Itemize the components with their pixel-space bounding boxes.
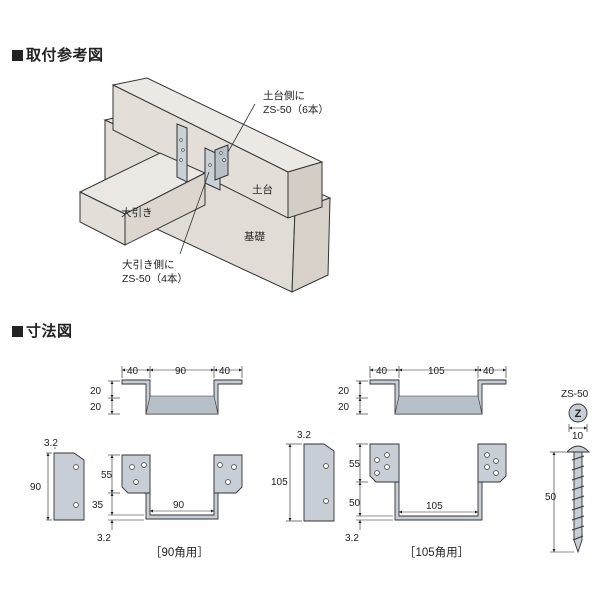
dim105-bottom-width: 105: [426, 501, 443, 512]
dim105-side-height: 105: [271, 477, 288, 488]
dim105-top-left: 40: [376, 366, 388, 377]
beam-side-screw-count: ZS-50（4本）: [122, 272, 188, 285]
dim105-base-thickness: 3.2: [345, 533, 359, 544]
beam-label: 大引き: [121, 206, 153, 219]
bracket-90-side-dimlines: [46, 447, 56, 521]
screw-length-dimline: [550, 451, 574, 553]
bracket-90-u-view: [121, 454, 243, 520]
bracket-105-front-view: [369, 379, 507, 415]
dim90-flange-55: 55: [101, 470, 113, 481]
screw-head-mark: Z: [575, 408, 582, 420]
dimension-section-title: 寸法図: [12, 320, 73, 341]
bracket-105-u-dimlines: [356, 443, 478, 530]
beam-side: [124, 172, 206, 246]
screw-head-dimline: [568, 424, 588, 432]
bracket-90-u-dimlines: [108, 454, 214, 530]
beam-side-screw-label: 大引き側に: [122, 258, 175, 271]
bracket-90-side-view: [53, 452, 85, 521]
dim90-top-mid: 90: [175, 366, 187, 377]
dim105-flange-50: 50: [349, 498, 361, 509]
square-bullet-icon: [12, 326, 23, 337]
dim90-bottom-width: 90: [173, 500, 185, 511]
bracket-90-front-view: [121, 379, 243, 415]
caption-105: ［105角用］: [404, 546, 469, 559]
bracket-plate-back: [176, 123, 188, 183]
bracket-105-side-view: [303, 443, 335, 522]
dim105-height-1: 20: [338, 386, 350, 397]
dim90-side-thickness: 3.2: [44, 438, 58, 449]
bracket-105-top-dimlines: [356, 366, 507, 415]
dim90-height-1: 20: [90, 386, 102, 397]
dimension-section-title-text: 寸法図: [26, 323, 73, 340]
dim105-top-right: 40: [483, 366, 495, 377]
sill-side-screw-count: ZS-50（6本）: [263, 103, 329, 116]
bracket-90-top-dimlines: [108, 366, 243, 415]
dim105-height-2: 20: [338, 402, 350, 413]
dim105-side-thickness: 3.2: [297, 430, 311, 441]
install-section-title: 取付参考図: [12, 44, 104, 65]
bracket-105-side-dimlines: [286, 443, 302, 522]
caption-90: ［90角用］: [150, 546, 209, 559]
dim90-flange-35: 35: [92, 500, 104, 511]
foundation-label: 基礎: [244, 230, 265, 243]
installation-illustration: [78, 77, 332, 293]
square-bullet-icon: [12, 50, 23, 61]
dim105-top-mid: 105: [428, 366, 445, 377]
bracket-105-u-view: [369, 443, 507, 521]
dim90-side-height: 90: [30, 482, 42, 493]
screw-head-icon: Z: [568, 403, 588, 423]
dim90-height-2: 20: [90, 402, 102, 413]
dim105-flange-55: 55: [349, 459, 361, 470]
screw-head-diameter: 10: [572, 431, 584, 442]
sill-label: 土台: [252, 183, 273, 196]
dim90-base-thickness: 3.2: [97, 533, 111, 544]
screw-length: 50: [545, 492, 557, 503]
bracket-holes: [179, 138, 226, 167]
install-section-title-text: 取付参考図: [26, 47, 104, 64]
screw-name: ZS-50: [561, 389, 589, 400]
sill-side-screw-label: 土台側に: [263, 89, 305, 102]
dim90-top-left: 40: [127, 366, 139, 377]
screw-side-icon: [565, 445, 591, 554]
sill-side: [287, 161, 323, 219]
bracket-flange: [214, 144, 229, 181]
dim90-top-right: 40: [219, 366, 231, 377]
